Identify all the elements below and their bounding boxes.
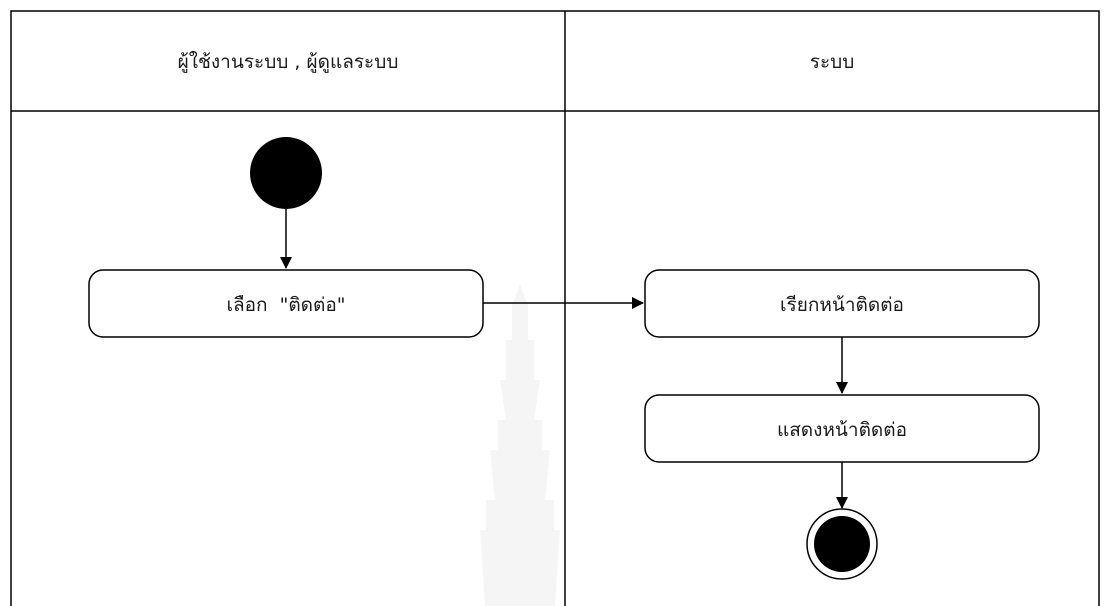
activity-select-contact-label: เลือก "ติดต่อ" bbox=[226, 294, 345, 316]
activity-show-contact-page-label: แสดงหน้าติดต่อ bbox=[777, 419, 907, 441]
activity-call-contact-page-label: เรียกหน้าติดต่อ bbox=[780, 294, 904, 316]
lane-header-system: ระบบ bbox=[810, 51, 855, 73]
initial-node bbox=[250, 137, 322, 209]
final-node bbox=[814, 516, 870, 572]
lane-header-user-admin: ผู้ใช้งานระบบ , ผู้ดูแลระบบ bbox=[178, 51, 399, 73]
swimlane-frame bbox=[10, 10, 1100, 606]
watermark-emblem bbox=[480, 285, 560, 606]
